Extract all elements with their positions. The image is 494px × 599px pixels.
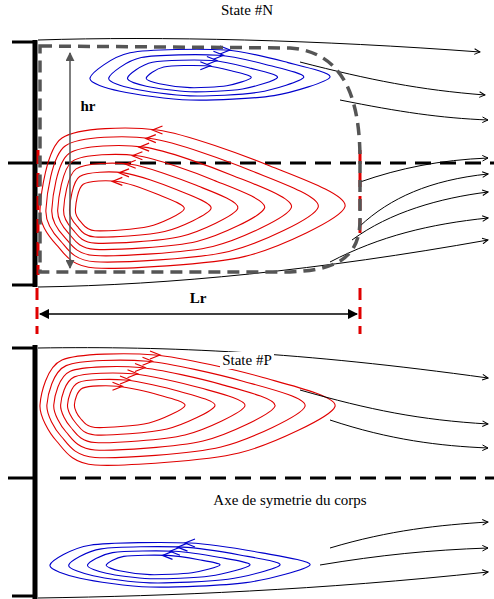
flow-arrowhead: [185, 539, 195, 547]
flow-arrowhead: [207, 57, 217, 65]
flow-arrowhead: [132, 152, 142, 160]
length-arrow: [40, 313, 357, 315]
label-holder: State #N: [219, 2, 275, 19]
vortex-loop: [58, 154, 265, 249]
vortex-loop: [106, 555, 220, 575]
label-holder: hr: [79, 98, 98, 115]
label-holder: Lr: [188, 290, 209, 307]
flow-arrowhead: [112, 177, 122, 185]
label-holder: Axe de symetrie du corps: [211, 492, 368, 509]
label-holder: State #P: [220, 352, 274, 369]
vortex-loop: [75, 181, 184, 231]
vortex-loop: [40, 128, 345, 268]
vortex-loop: [50, 542, 310, 587]
vortex-loop: [64, 163, 238, 243]
vortex-loop: [40, 354, 335, 465]
recirculation-region: [40, 46, 360, 272]
vortex-loop: [87, 551, 250, 579]
body-section: [8, 345, 35, 599]
vortex-loop: [69, 172, 211, 237]
flow-arrowhead: [213, 51, 223, 59]
flow-arrowhead: [139, 143, 149, 151]
vortex-loop: [146, 65, 251, 87]
axis-label: Axe de symetrie du corps: [211, 492, 368, 509]
height-arrow: [69, 53, 71, 268]
vortex-loop: [52, 146, 292, 256]
vortex-loop: [47, 360, 305, 458]
vortex-loop: [69, 547, 280, 583]
vortex-loop: [90, 49, 330, 100]
vortex-loop: [74, 386, 185, 428]
flow-arrowhead: [153, 126, 163, 134]
vortex-loop: [109, 55, 304, 96]
state-title: State #P: [220, 352, 274, 369]
dimension-label: Lr: [188, 290, 209, 307]
vortex-loop: [46, 137, 318, 262]
flow-arrowhead: [200, 62, 210, 70]
streamlines: [38, 39, 488, 288]
flow-arrowhead: [150, 351, 160, 359]
flow-arrowhead: [126, 160, 136, 168]
vortex-lines: [40, 46, 345, 268]
red-dash-mark: [359, 288, 362, 334]
flow-arrowhead: [163, 551, 173, 559]
streamlines: [38, 348, 488, 598]
vortex-loop: [127, 60, 277, 92]
vortex-loop: [54, 367, 275, 451]
vortex-lines: [40, 351, 335, 587]
state-title: State #N: [219, 2, 275, 19]
symmetry-axis: [60, 477, 494, 480]
flow-arrowhead: [170, 547, 180, 555]
vortex-loop: [67, 379, 215, 435]
body-section: [8, 40, 35, 287]
flow-arrowhead: [119, 169, 129, 177]
flow-arrowhead: [146, 135, 156, 143]
dimension-label: hr: [79, 98, 98, 115]
red-dash-mark: [36, 288, 39, 334]
flow-arrowhead: [178, 543, 188, 551]
